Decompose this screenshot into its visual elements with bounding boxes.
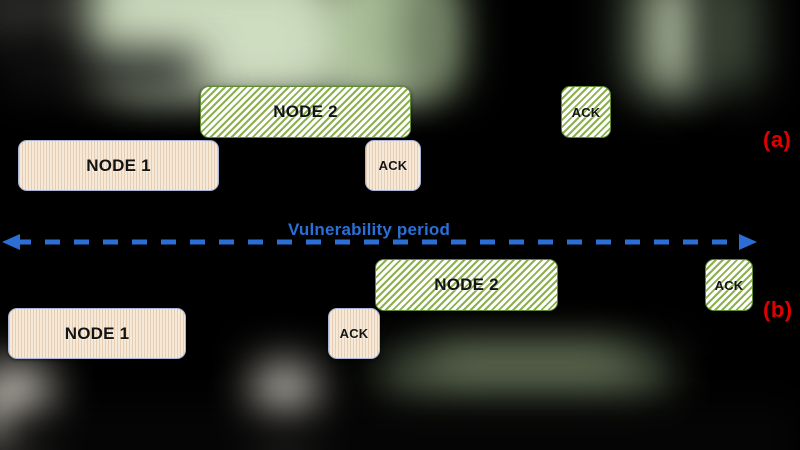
frame-label: NODE 2	[273, 102, 338, 121]
frame-label: ACK	[339, 326, 369, 341]
frame-ack-node2-panel-a[interactable]: ACK	[561, 86, 611, 138]
frame-label: ACK	[571, 104, 601, 120]
panel-letter-b: (b)	[763, 297, 793, 322]
frame-node1-panel-a[interactable]: NODE 1	[18, 140, 219, 191]
frame-label: ACK	[714, 277, 744, 293]
frame-node2-panel-a[interactable]: NODE 2	[200, 86, 411, 138]
vulnerability-period-label: Vulnerability period	[288, 220, 451, 239]
frame-label: ACK	[378, 158, 408, 173]
vulnerability-period-arrow	[2, 234, 757, 250]
blurred-background-band-top	[0, 0, 800, 96]
frame-label: NODE 1	[64, 323, 130, 343]
frame-node1-panel-b[interactable]: NODE 1	[8, 308, 186, 359]
frame-ack-node1-panel-b[interactable]: ACK	[328, 308, 380, 359]
panel-letter-a: (a)	[763, 127, 792, 152]
frame-node2-panel-b[interactable]: NODE 2	[375, 259, 558, 311]
frame-label: NODE 1	[86, 155, 151, 175]
blurred-background-band-bottom	[0, 348, 800, 450]
frame-ack-node2-panel-b[interactable]: ACK	[705, 259, 753, 311]
frame-label: NODE 2	[434, 275, 499, 294]
frame-ack-node1-panel-a[interactable]: ACK	[365, 140, 421, 191]
